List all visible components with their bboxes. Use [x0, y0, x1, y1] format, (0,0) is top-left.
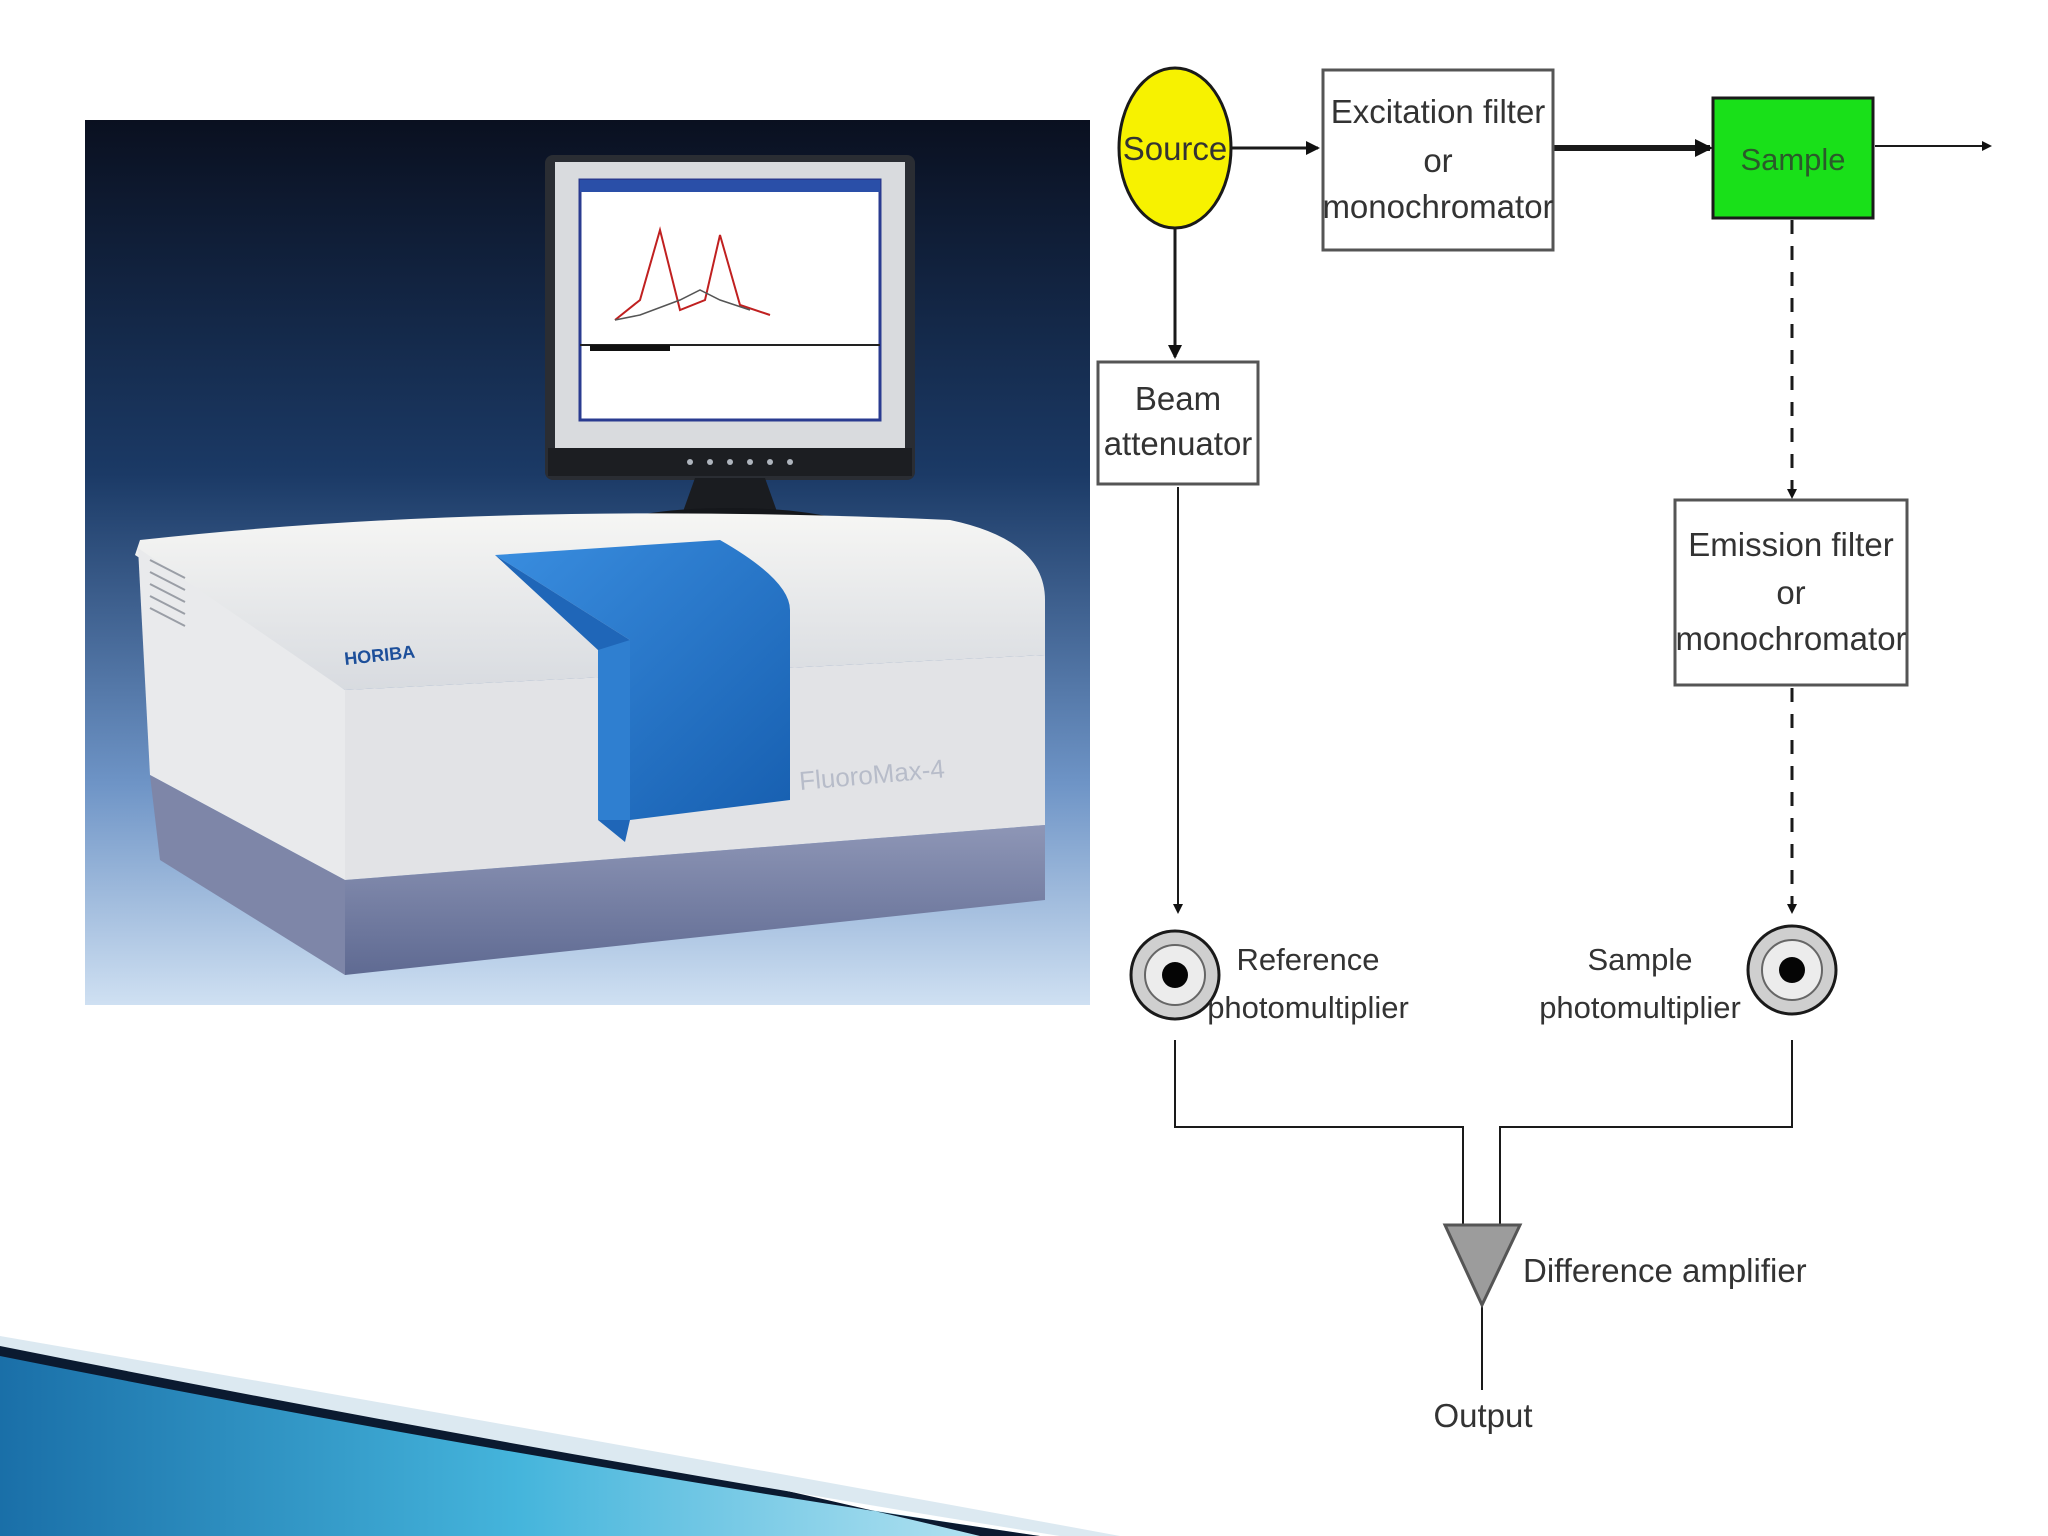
sample-photomultiplier-node: Sample photomultiplier — [1539, 924, 1838, 1025]
reference-pm-label-line2: photomultiplier — [1207, 990, 1409, 1025]
instrument-body-illustration: HORIBA FluoroMax-4 — [135, 513, 1045, 975]
emission-label-line2: or — [1776, 574, 1805, 611]
excitation-label-line2: or — [1423, 142, 1452, 179]
reference-pm-label-line1: Reference — [1236, 942, 1379, 977]
sample-node: Sample — [1711, 96, 1875, 220]
emission-label-line1: Emission filter — [1688, 526, 1893, 563]
excitation-label-line1: Excitation filter — [1331, 93, 1546, 130]
difference-amplifier-label: Difference amplifier — [1523, 1252, 1807, 1289]
beam-label-line1: Beam — [1135, 380, 1221, 417]
instrument-photo: HORIBA FluoroMax-4 — [85, 120, 1090, 1005]
wire-sample-to-amplifier — [1499, 1040, 1793, 1225]
monitor-illustration — [545, 155, 915, 552]
difference-amplifier-node: Difference amplifier — [1442, 1223, 1807, 1309]
emission-filter-node: Emission filter or monochromator — [1673, 498, 1909, 687]
source-label: Source — [1123, 130, 1228, 167]
output-label: Output — [1433, 1397, 1532, 1434]
sample-pm-label-line2: photomultiplier — [1539, 990, 1741, 1025]
emission-label-line3: monochromator — [1675, 620, 1906, 657]
beam-label-line2: attenuator — [1104, 425, 1253, 462]
excitation-filter-node: Excitation filter or monochromator — [1321, 68, 1555, 252]
source-node: Source — [1117, 66, 1233, 230]
excitation-label-line3: monochromator — [1322, 188, 1553, 225]
sample-pm-label-line1: Sample — [1587, 942, 1692, 977]
wire-reference-to-amplifier — [1174, 1040, 1464, 1225]
beam-attenuator-node: Beam attenuator — [1096, 360, 1260, 486]
sample-label: Sample — [1740, 142, 1845, 177]
reference-photomultiplier-node: Reference photomultiplier — [1129, 929, 1409, 1025]
swoosh-decoration — [0, 1336, 1120, 1536]
